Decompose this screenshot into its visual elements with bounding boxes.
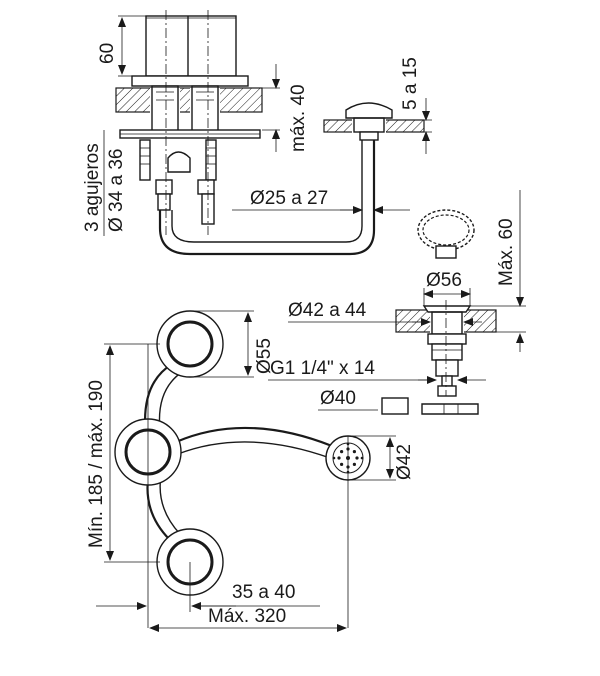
label-min-max: Mín. 185 / máx. 190: [86, 380, 107, 548]
label-dia-25-27: Ø25 a 27: [250, 188, 328, 209]
dim-hose-diameter: Ø25 a 27: [232, 188, 410, 214]
label-5-a-15: 5 a 15: [400, 57, 421, 110]
label-dia-42: Ø42: [394, 444, 415, 480]
handle-block: [145, 15, 237, 77]
dim-holes: 3 agujeros Ø 34 a 36: [82, 130, 127, 236]
dim-flange-thickness: [496, 331, 526, 352]
label-dia-56: Ø56: [426, 270, 462, 291]
dim-max-320: Máx. 320: [149, 606, 347, 632]
base-plate: [131, 75, 249, 87]
label-max-60: Máx. 60: [496, 218, 517, 286]
label-60: 60: [97, 43, 118, 64]
label-max-320: Máx. 320: [208, 606, 286, 627]
plan-view: [104, 310, 371, 628]
label-dia-42-44: Ø42 a 44: [288, 300, 367, 321]
mixer-body-side-view: [115, 10, 263, 235]
dim-min-max: Mín. 185 / máx. 190: [86, 345, 114, 561]
dim-dia-42: Ø42: [348, 435, 415, 481]
dim-height-60: 60: [97, 15, 146, 77]
connection-hose: [158, 136, 376, 256]
deck-section: [115, 87, 263, 113]
label-holes-line2: Ø 34 a 36: [106, 149, 127, 232]
dim-dia-55: Ø55: [190, 310, 275, 378]
drain-assembly: [381, 209, 497, 415]
dim-dia-40: Ø40: [318, 388, 378, 411]
label-dia-55: Ø55: [254, 338, 275, 374]
dim-thread: G1 1/4" x 14: [268, 358, 486, 384]
dim-dia-56: Ø56: [423, 270, 471, 306]
dim-5-a-15: 5 a 15: [392, 57, 432, 154]
dim-max-60: Máx. 60: [466, 190, 526, 307]
dim-max-40: máx. 40: [262, 64, 309, 152]
label-max-40: máx. 40: [288, 84, 309, 152]
dim-35-a-40: 35 a 40: [96, 582, 320, 610]
dim-dia-42-44: Ø42 a 44: [288, 300, 482, 326]
label-thread: G1 1/4" x 14: [270, 358, 375, 379]
label-holes-line1: 3 agujeros: [82, 143, 103, 232]
spout-side-view: [323, 102, 425, 141]
label-dia-40: Ø40: [320, 388, 356, 409]
label-35-a-40: 35 a 40: [232, 582, 295, 603]
